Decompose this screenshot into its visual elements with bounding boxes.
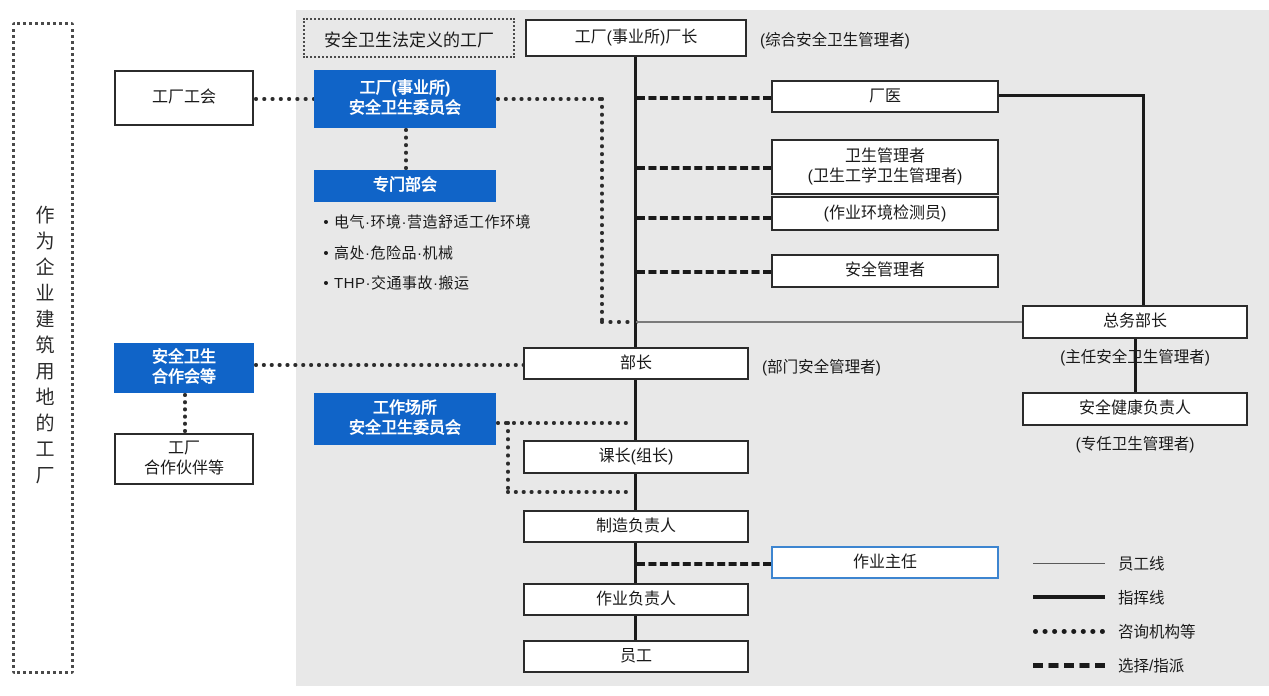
box-plant-manager[interactable]: 工厂(事业所)厂长 [525,19,747,57]
box-factory-union-label: 工厂工会 [151,89,216,107]
box-safety-health-officer-label: 安全健康负责人 [1078,400,1191,418]
enterprise-site-frame [12,22,74,674]
box-general-affairs-head[interactable]: 总务部长 [1022,305,1248,339]
box-plant-manager-label: 工厂(事业所)厂长 [574,29,698,47]
link-committee-to-trunk [600,320,638,324]
box-safety-manager-label: 安全管理者 [844,262,925,280]
link-to-hygiene-manager [637,166,771,170]
box-factory-doctor-label: 厂医 [868,87,901,105]
link-union-to-committee [254,97,316,101]
link-to-work-env-inspector [637,216,771,220]
box-department-head-label: 部长 [619,354,652,372]
box-safety-manager[interactable]: 安全管理者 [771,254,999,288]
legend-thin-solid-icon [1028,562,1110,564]
box-operation-lead-label: 作业负责人 [595,590,676,608]
list-item: • THP·交通事故·搬运 [318,275,618,293]
legend-row-advisory: 咨询机构等 [1028,614,1256,648]
link-to-factory-doctor [637,96,771,100]
box-manufacturing-lead[interactable]: 制造负责人 [523,510,749,543]
employee-line-to-general-affairs [636,321,1022,323]
box-workplace-committee[interactable]: 工作场所 安全卫生委员会 [314,393,496,445]
caption-department-head-role: (部门安全管理者) [762,359,881,376]
box-safety-health-officer[interactable]: 安全健康负责人 [1022,392,1248,426]
bullet-marker-icon: • [323,275,329,292]
legend-row-employee-line: 员工线 [1028,546,1256,580]
box-section-chief[interactable]: 课长(组长) [523,440,749,474]
list-item-label: THP·交通事故·搬运 [334,275,470,292]
law-defined-factory-label: 安全卫生法定义的工厂 [324,30,494,50]
legend-row-command-line: 指挥线 [1028,580,1256,614]
box-factory-partners-label: 工厂 合作伙伴等 [143,440,224,477]
enterprise-site-label: 作为企业建筑用地的工厂 [12,22,74,674]
legend-label: 员工线 [1118,556,1165,573]
legend-dashed-icon [1028,662,1110,668]
box-safety-cooperation[interactable]: 安全卫生 合作会等 [114,343,254,393]
box-workplace-committee-label: 工作场所 安全卫生委员会 [348,400,461,437]
link-cooperation-to-dept-head [254,363,526,367]
legend-label: 咨询机构等 [1118,624,1196,641]
law-defined-factory-frame: 安全卫生法定义的工厂 [303,18,515,58]
box-work-env-inspector-label: (作业环境检测员) [823,204,947,222]
box-factory-safety-committee-label: 工厂(事业所) 安全卫生委员会 [348,80,461,117]
box-operation-chief[interactable]: 作业主任 [771,546,999,579]
box-work-env-inspector[interactable]: (作业环境检测员) [771,196,999,231]
box-operation-lead[interactable]: 作业负责人 [523,583,749,616]
list-item: • 电气·环境·营造舒适工作环境 [318,214,618,232]
caption-safety-health-officer-role: (专任卫生管理者) [1075,436,1195,453]
box-hygiene-manager-label: 卫生管理者 (卫生工学卫生管理者) [807,148,963,185]
list-item-label: 电气·环境·营造舒适工作环境 [334,214,531,231]
box-hygiene-manager[interactable]: 卫生管理者 (卫生工学卫生管理者) [771,139,999,195]
legend-label: 指挥线 [1118,590,1165,607]
link-workplace-vertical [506,421,510,490]
box-safety-cooperation-label: 安全卫生 合作会等 [151,349,216,386]
subcommittee-topic-list: • 电气·环境·营造舒适工作环境 • 高处·危险品·机械 • THP·交通事故·… [318,214,618,307]
box-factory-partners[interactable]: 工厂 合作伙伴等 [114,433,254,485]
box-manufacturing-lead-label: 制造负责人 [595,517,676,535]
list-item-label: 高处·危险品·机械 [334,244,454,262]
box-special-subcommittee-label: 专门部会 [372,177,437,194]
box-factory-safety-committee[interactable]: 工厂(事业所) 安全卫生委员会 [314,70,496,128]
link-to-safety-manager [637,270,771,274]
box-factory-doctor[interactable]: 厂医 [771,80,999,113]
box-operation-chief-label: 作业主任 [852,553,917,571]
legend-label: 选择/指派 [1118,658,1185,675]
bullet-marker-icon: • [323,214,329,231]
link-doctor-down [1142,94,1145,306]
link-workplace-bottom [506,490,628,494]
box-special-subcommittee[interactable]: 专门部会 [314,170,496,202]
link-workplace-top [496,421,628,425]
link-general-affairs-to-officer [1134,339,1137,392]
box-employee-label: 员工 [619,647,652,665]
box-section-chief-label: 课长(组长) [598,448,674,466]
link-committee-down [600,97,604,322]
link-cooperation-to-partners [183,393,187,433]
link-to-operation-chief [637,562,771,566]
legend-dotted-icon [1028,628,1110,634]
legend-row-assignment: 选择/指派 [1028,648,1256,682]
enterprise-site-text: 作为企业建筑用地的工厂 [32,205,54,491]
box-employee[interactable]: 员工 [523,640,749,673]
legend: 员工线 指挥线 咨询机构等 选择/指派 [1028,546,1256,682]
link-committee-right [496,97,602,101]
bullet-marker-icon: • [323,244,329,262]
link-committee-to-subcommittee [404,128,408,170]
link-doctor-right [999,94,1145,97]
legend-thick-solid-icon [1028,595,1110,599]
caption-plant-manager-role: (综合安全卫生管理者) [760,32,910,49]
box-department-head[interactable]: 部长 [523,347,749,380]
box-general-affairs-head-label: 总务部长 [1102,313,1167,331]
list-item: • 高处·危险品·机械 [318,244,618,263]
box-factory-union[interactable]: 工厂工会 [114,70,254,126]
